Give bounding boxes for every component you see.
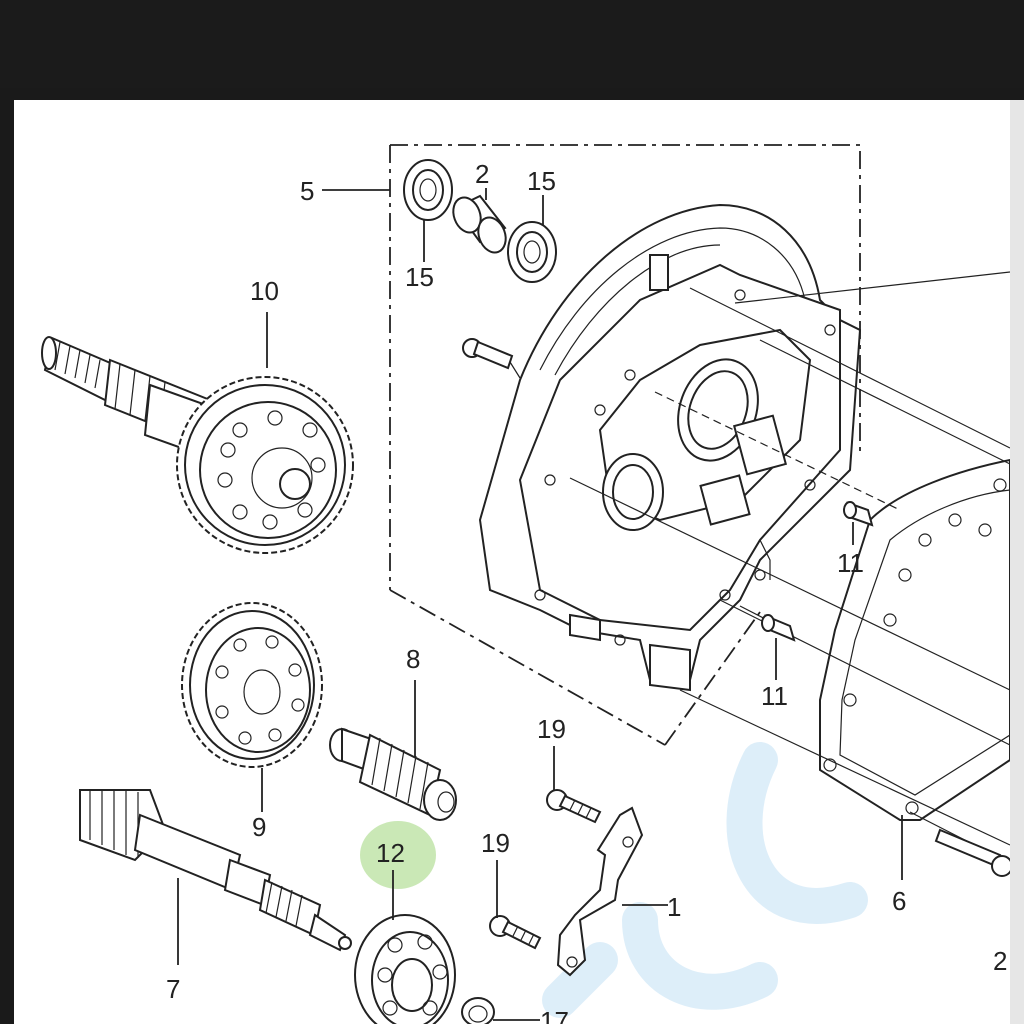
callout-9: 9: [252, 812, 266, 842]
circlip-17: [461, 997, 495, 1024]
callout-7: 7: [166, 974, 180, 1004]
stud-bolt: [462, 338, 521, 379]
assembly-box: [390, 144, 861, 455]
bolt-19-lower: [489, 915, 542, 950]
collar-2: [452, 194, 507, 254]
bearing-15-right: [507, 221, 557, 283]
scroll-strip[interactable]: [1010, 100, 1024, 1024]
bearing-15-left: [403, 159, 453, 221]
callout-15-top: 15: [527, 166, 556, 196]
countershaft-gear-8: [329, 727, 457, 821]
callout-1: 1: [667, 892, 681, 922]
callout-5: 5: [300, 176, 314, 206]
bolt-19-upper: [546, 789, 602, 824]
highlight-marker: [360, 821, 436, 889]
callout-6: 6: [892, 886, 906, 916]
top-bar: [0, 0, 1024, 88]
bolt-6: [934, 828, 1010, 877]
callout-15-bottom: 15: [405, 262, 434, 292]
bracket-1: [556, 806, 644, 977]
callout-11-upper: 11: [837, 548, 864, 578]
dowel-pin-lower: [761, 614, 796, 642]
gear-9: [181, 602, 323, 768]
callout-19-lower: 19: [481, 828, 510, 858]
callout-12: 12: [376, 838, 405, 868]
watermark: [542, 742, 868, 1018]
callout-8: 8: [406, 644, 420, 674]
callout-19-upper: 19: [537, 714, 566, 744]
final-shaft-10: [41, 336, 354, 554]
callout-17: 17: [540, 1006, 569, 1024]
callout-2-right: 2: [993, 946, 1007, 976]
callout-2: 2: [475, 159, 489, 189]
crankcase-cover: [478, 203, 862, 692]
gasket: [819, 458, 1010, 821]
callout-11-lower: 11: [761, 681, 788, 711]
dowel-pin-upper: [843, 501, 874, 527]
callout-10: 10: [250, 276, 279, 306]
drive-shaft-7: [79, 789, 352, 952]
bearing-12: [354, 914, 456, 1024]
